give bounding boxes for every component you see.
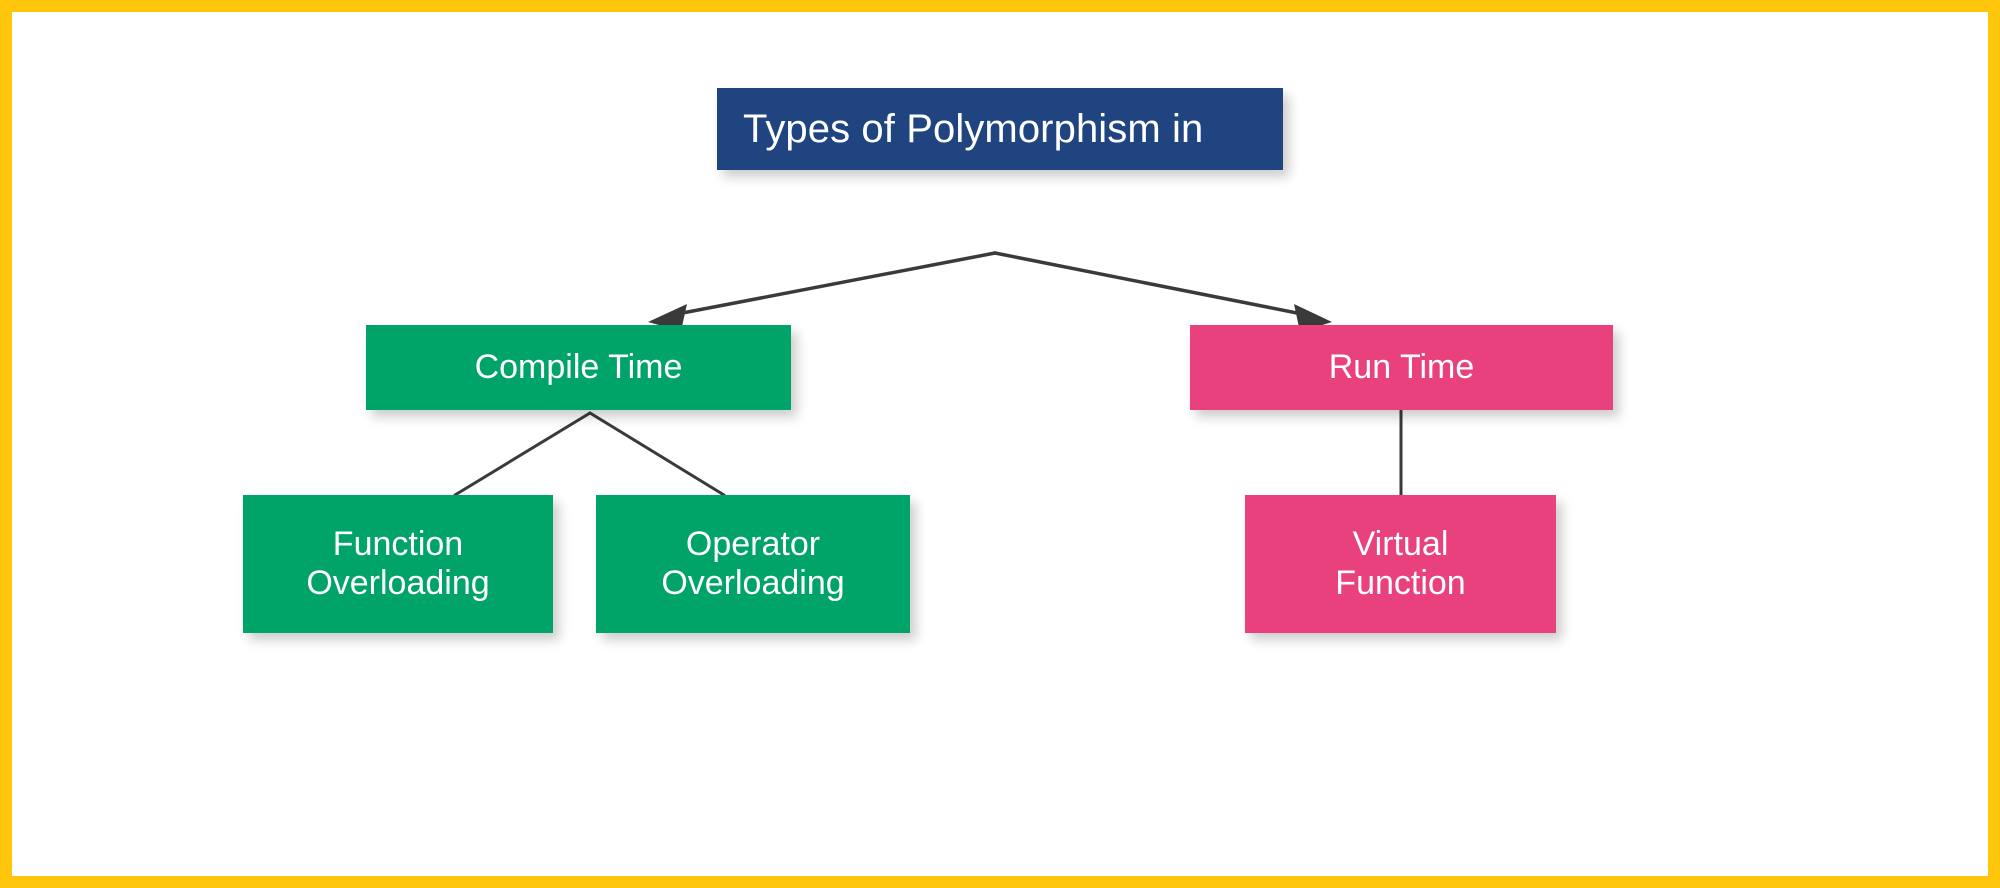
node-operator-overloading-label: Operator Overloading — [661, 524, 845, 602]
node-compile-time-label: Compile Time — [474, 347, 683, 386]
node-virtual-function[interactable]: Virtual Function — [1245, 495, 1556, 633]
edge-compile-time-to-operator-overloading — [588, 411, 726, 497]
connector-layer — [453, 251, 1403, 497]
node-run-time-label: Run Time — [1328, 347, 1475, 386]
diagram-stage: Types of Polymorphism in Compile Time Ru… — [12, 12, 1988, 876]
edge-compile-time-to-function-overloading — [453, 411, 592, 497]
edge-root-to-compile-time — [670, 251, 997, 317]
node-function-overloading[interactable]: Function Overloading — [243, 495, 553, 633]
node-run-time[interactable]: Run Time — [1190, 325, 1613, 410]
node-root[interactable]: Types of Polymorphism in — [717, 88, 1283, 170]
node-virtual-function-label: Virtual Function — [1335, 524, 1466, 602]
node-function-overloading-label: Function Overloading — [306, 524, 490, 602]
edge-root-to-run-time — [993, 251, 1309, 317]
node-root-label: Types of Polymorphism in — [743, 106, 1204, 151]
arrowhead-compile-time — [648, 304, 687, 331]
node-compile-time[interactable]: Compile Time — [366, 325, 791, 410]
node-operator-overloading[interactable]: Operator Overloading — [596, 495, 910, 633]
